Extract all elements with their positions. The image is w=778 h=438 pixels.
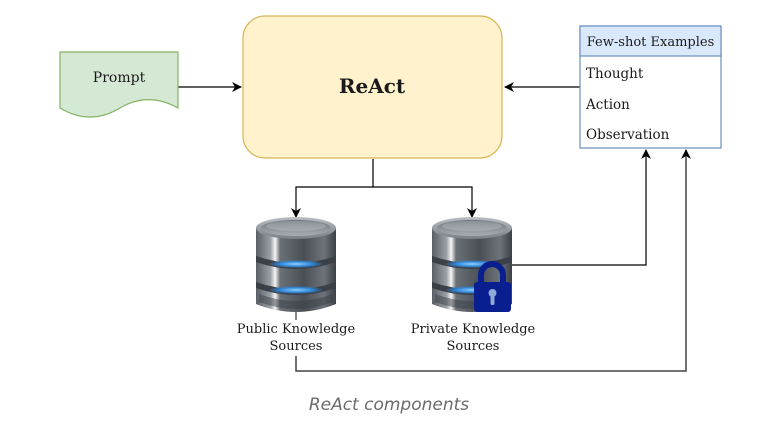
prompt-label: Prompt <box>93 70 146 86</box>
react-label: ReAct <box>339 74 406 98</box>
private-sources-label-line1: Private Knowledge <box>411 322 536 337</box>
few-shot-examples-list[interactable]: Few-shot Examples Thought Action Observa… <box>579 25 722 149</box>
few-shot-header-bg <box>579 25 722 57</box>
database-icon <box>256 217 336 312</box>
edge-private-sources-to-fewshot <box>504 149 651 266</box>
edge-public-sources-to-fewshot-loop <box>295 149 691 372</box>
private-knowledge-sources-node[interactable]: Private Knowledge Sources <box>411 217 536 354</box>
few-shot-item-observation: Observation <box>586 127 670 143</box>
few-shot-header: Few-shot Examples <box>587 35 715 50</box>
public-sources-label-line2: Sources <box>270 339 323 354</box>
private-sources-label-line2: Sources <box>447 339 500 354</box>
figure-caption: ReAct components <box>308 395 470 415</box>
react-box <box>242 15 503 159</box>
react-node[interactable]: ReAct <box>242 15 503 159</box>
edge-react-to-public-sources <box>291 159 374 218</box>
public-sources-label-line1: Public Knowledge <box>237 322 356 337</box>
few-shot-item-action: Action <box>585 97 630 113</box>
public-knowledge-sources-node[interactable]: Public Knowledge Sources <box>237 217 356 354</box>
edge-react-to-private-sources <box>373 186 477 218</box>
few-shot-item-thought: Thought <box>586 66 644 82</box>
lock-icon <box>474 261 511 312</box>
prompt-document-shape <box>59 51 179 118</box>
prompt-node[interactable]: Prompt <box>59 51 179 118</box>
